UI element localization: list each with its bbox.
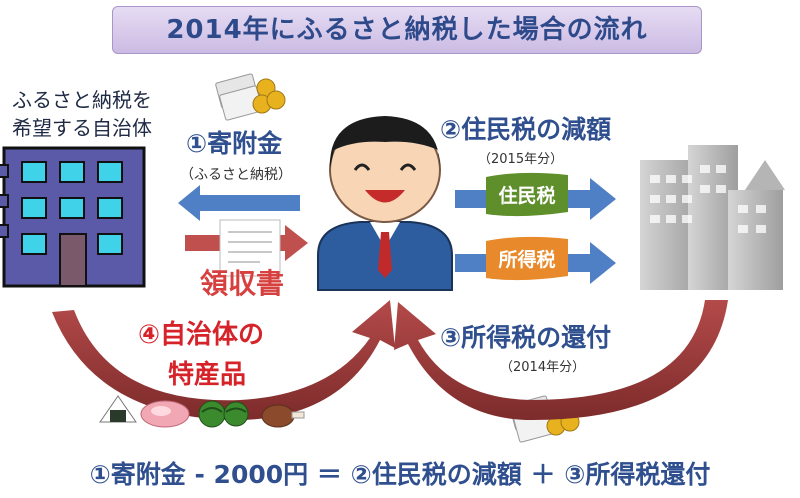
municipality-label-line2: 希望する自治体 bbox=[12, 116, 152, 140]
step3-income-tax-refund-label: ③所得税の還付 bbox=[440, 323, 612, 352]
money-icon-top bbox=[215, 73, 286, 121]
receipt-document-icon bbox=[219, 219, 281, 277]
income-tax-tag-shape bbox=[486, 236, 568, 281]
step1-donation-label: ①寄附金 bbox=[186, 129, 283, 158]
step3-note: （2014年分） bbox=[500, 360, 586, 375]
step2-resident-tax-reduction-label: ②住民税の減額 bbox=[440, 115, 612, 144]
municipality-building-icon bbox=[0, 146, 146, 288]
formula-resident-tax-reduction: ②住民税の減額 bbox=[350, 460, 522, 489]
formula-plus: ＋ bbox=[530, 460, 556, 489]
municipality-label-line1: ふるさと納税を bbox=[12, 88, 152, 112]
step4-label-line2: 特産品 bbox=[168, 360, 247, 390]
formula-donation-minus-2000: ①寄附金 - 2000円 bbox=[89, 460, 309, 489]
step4-label-line1: ④自治体の bbox=[138, 320, 265, 350]
local-specialty-curve-arrow bbox=[52, 300, 395, 420]
local-specialty-food-icons bbox=[99, 395, 305, 428]
formula: ①寄附金 - 2000円 ＝ ②住民税の減額 ＋ ③所得税還付 bbox=[0, 455, 800, 491]
resident-tax-tag: 住民税 bbox=[498, 185, 556, 207]
step1-note: （ふるさと納税） bbox=[180, 167, 292, 183]
taxpayer-person-icon bbox=[317, 116, 453, 291]
step2-note: （2015年分） bbox=[478, 152, 564, 167]
donation-arrow bbox=[178, 185, 300, 221]
title-banner bbox=[112, 6, 702, 54]
tax-office-buildings-icon bbox=[640, 145, 785, 290]
page-title: 2014年にふるさと納税した場合の流れ bbox=[166, 15, 648, 45]
receipt-label: 領収書 bbox=[200, 267, 285, 300]
formula-equals: ＝ bbox=[316, 460, 342, 489]
income-tax-tag: 所得税 bbox=[498, 249, 556, 271]
formula-income-tax-refund: ③所得税還付 bbox=[564, 460, 711, 489]
income-tax-refund-curve-arrow bbox=[394, 300, 728, 420]
resident-tax-tag-shape bbox=[486, 172, 568, 217]
